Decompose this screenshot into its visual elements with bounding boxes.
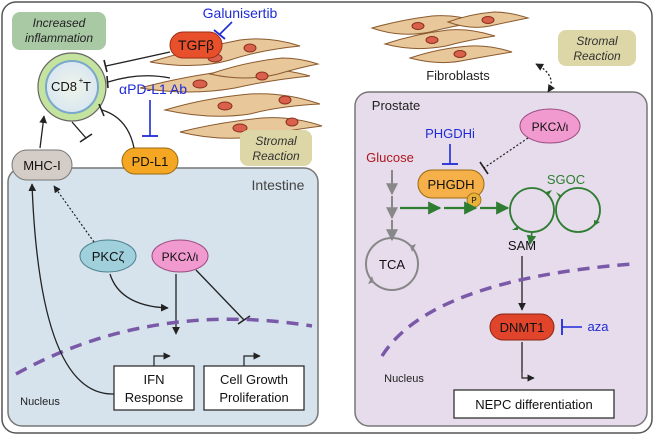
cd8-sup: + bbox=[79, 76, 84, 85]
nepc-promoter-arrow bbox=[521, 372, 535, 382]
nepc-label: NEPC differentiation bbox=[475, 397, 593, 412]
nucleus-boundary-left bbox=[15, 317, 313, 376]
nucleus-right-label: Nucleus bbox=[384, 373, 424, 385]
dnmt1-label: DNMT1 bbox=[500, 320, 545, 335]
prostate-label: Prostate bbox=[372, 98, 420, 113]
stromal-reaction-left-line2: Reaction bbox=[252, 149, 300, 163]
cd8-down-inhibition bbox=[71, 121, 87, 139]
tca-cycle bbox=[365, 237, 419, 291]
tgfb-cd8-inhibition bbox=[105, 51, 171, 67]
fibroblasts-left bbox=[139, 38, 323, 139]
intestine-label: Intestine bbox=[252, 177, 305, 193]
pkcz-label: PKCζ bbox=[92, 249, 125, 264]
pkcli-left-label: PKCλ/ι bbox=[162, 250, 199, 264]
stromal-reaction-top-line1: Stromal bbox=[576, 34, 618, 48]
pkcli-right-node bbox=[519, 108, 581, 144]
nucleus-boundary-right bbox=[380, 262, 633, 357]
phgdh-label: PHGDH bbox=[428, 177, 475, 192]
galunisertib-label: Galunisertib bbox=[203, 5, 278, 21]
galunisertib-inhibition bbox=[219, 21, 233, 35]
glucose-label: Glucose bbox=[366, 150, 414, 165]
aza-label: aza bbox=[588, 319, 610, 334]
phgdh-node bbox=[417, 169, 485, 199]
tgfb-node bbox=[169, 31, 223, 59]
sgoc-cycle-2 bbox=[555, 187, 601, 233]
stroma-cd8-inhibition bbox=[107, 75, 171, 83]
fibroblasts-right bbox=[370, 11, 530, 64]
inflammation-box bbox=[12, 12, 106, 50]
pdl1-cd8-inhibition bbox=[101, 109, 135, 149]
ifn-promoter-arrow bbox=[153, 352, 171, 366]
fibroblasts-label: Fibroblasts bbox=[426, 68, 490, 83]
tgfb-label: TGFβ bbox=[178, 37, 214, 53]
tca-label: TCA bbox=[379, 257, 405, 272]
mhc1-label: MHC-I bbox=[23, 158, 61, 173]
cd8-t-label: T bbox=[83, 79, 91, 94]
pkcli-growth-inhibition bbox=[195, 269, 245, 321]
stromal-reaction-top-box bbox=[558, 30, 636, 66]
growth-promoter-arrow bbox=[243, 352, 261, 366]
pkcli-phgdh-inhibition bbox=[483, 137, 529, 169]
nepc-box bbox=[453, 389, 615, 419]
ifn-line2: Response bbox=[125, 390, 184, 405]
cell-growth-line1: Cell Growth bbox=[220, 372, 288, 387]
inflammation-line2: inflammation bbox=[25, 31, 93, 45]
ifn-mhc1-feedback bbox=[28, 183, 115, 395]
pdl1-node bbox=[121, 147, 179, 175]
sgoc-sam-arrow bbox=[526, 231, 537, 245]
phosphate-label: P bbox=[471, 196, 476, 205]
sam-label: SAM bbox=[508, 238, 536, 253]
apdl1-label: αPD-L1 Ab bbox=[119, 81, 187, 97]
pkcz-node bbox=[79, 239, 137, 273]
cd8-t-cell bbox=[37, 52, 107, 122]
pkcz-ifn-activation bbox=[109, 273, 169, 312]
pkcli-left-node bbox=[151, 239, 209, 273]
pdl1-label: PD-L1 bbox=[132, 154, 169, 169]
cd8-label: CD8 bbox=[51, 79, 77, 94]
stromal-reaction-left-line1: Stromal bbox=[255, 134, 297, 148]
ifn-response-box bbox=[113, 365, 195, 411]
stromal-reaction-top-line2: Reaction bbox=[573, 49, 621, 63]
dnmt1-node bbox=[489, 313, 555, 341]
nucleus-left-label: Nucleus bbox=[20, 396, 60, 408]
phgdhi-label: PHGDHi bbox=[425, 126, 475, 141]
mhc1-cd8-activation bbox=[39, 115, 47, 149]
stromal-reaction-left-box bbox=[240, 130, 312, 166]
pkcz-mhc1-link bbox=[53, 185, 95, 243]
ifn-line1: IFN bbox=[144, 372, 165, 387]
pkcli-right-label: PKCλ/ι bbox=[532, 120, 569, 134]
sgoc-label: SGOC bbox=[547, 172, 585, 187]
cell-growth-box bbox=[203, 365, 305, 411]
cell-growth-line2: Proliferation bbox=[219, 390, 288, 405]
inflammation-line1: Increased bbox=[33, 16, 86, 30]
fibroblast-prostate-link bbox=[535, 63, 556, 93]
mhc1-node bbox=[11, 149, 73, 181]
